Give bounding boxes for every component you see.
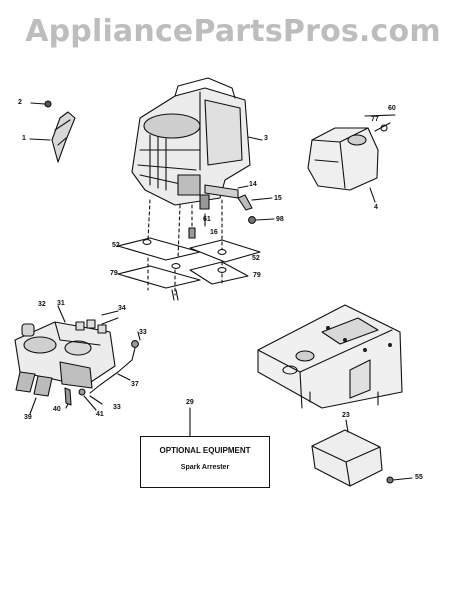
callout-15: 15 bbox=[274, 195, 282, 202]
mount-plane-1 bbox=[117, 237, 201, 261]
callout-3: 3 bbox=[264, 135, 268, 142]
callout-29: 29 bbox=[186, 399, 194, 406]
mount-plane-4 bbox=[189, 261, 249, 285]
callout-79-left: 79 bbox=[110, 270, 118, 277]
mount-plane-3 bbox=[117, 265, 201, 289]
callout-79-right: 79 bbox=[253, 272, 261, 279]
callout-33-top: 33 bbox=[139, 329, 147, 336]
callout-52-left: 52 bbox=[112, 242, 120, 249]
spark-arrester-label: Spark Arrester bbox=[180, 464, 230, 471]
callout-14: 14 bbox=[249, 181, 257, 188]
callout-60: 60 bbox=[388, 105, 396, 112]
callout-2: 2 bbox=[18, 99, 22, 106]
callout-34: 34 bbox=[118, 305, 126, 312]
callout-39: 39 bbox=[24, 414, 32, 421]
muffler-part bbox=[307, 114, 396, 203]
callout-32: 32 bbox=[38, 301, 46, 308]
callout-52-right: 52 bbox=[252, 255, 260, 262]
callout-4: 4 bbox=[374, 204, 378, 211]
carburetor-assembly bbox=[14, 305, 119, 415]
callout-77: 77 bbox=[371, 116, 379, 123]
callout-1: 1 bbox=[22, 135, 26, 142]
bracket-part bbox=[29, 100, 76, 163]
callout-61: 61 bbox=[203, 216, 211, 223]
optional-equipment-box: OPTIONAL EQUIPMENT Spark Arrester bbox=[140, 436, 270, 488]
callout-33-bottom: 33 bbox=[113, 404, 121, 411]
callout-16: 16 bbox=[210, 229, 218, 236]
callout-98: 98 bbox=[276, 216, 284, 223]
engine-part bbox=[131, 77, 263, 206]
linkage-part bbox=[89, 331, 141, 405]
fuel-fittings bbox=[188, 184, 275, 239]
callout-37: 37 bbox=[131, 381, 139, 388]
callout-55: 55 bbox=[415, 474, 423, 481]
mount-plane-2 bbox=[189, 239, 261, 263]
callout-41: 41 bbox=[96, 411, 104, 418]
watermark: AppliancePartsPros.com bbox=[25, 14, 441, 49]
callout-23: 23 bbox=[342, 412, 350, 419]
shield-plate bbox=[311, 419, 413, 487]
callout-31: 31 bbox=[57, 300, 65, 307]
optional-equipment-title: OPTIONAL EQUIPMENT bbox=[159, 446, 251, 455]
callout-40: 40 bbox=[53, 406, 61, 413]
chassis-plate bbox=[257, 304, 403, 409]
